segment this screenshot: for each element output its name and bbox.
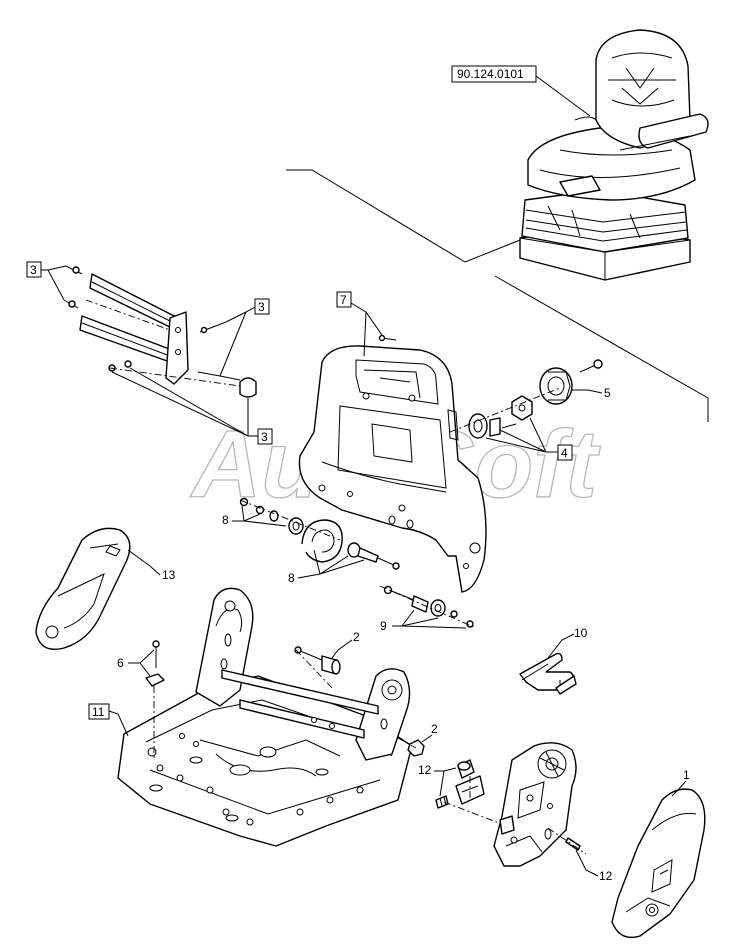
callout-13: 13 xyxy=(162,568,176,582)
hinge-bolt-group-9 xyxy=(379,585,477,629)
nut-2-axis xyxy=(397,737,417,749)
callout-9: 9 xyxy=(380,619,387,633)
reference-label: 90.124.0101 xyxy=(457,67,524,81)
callout-4: 4 xyxy=(561,446,568,460)
callout-1: 1 xyxy=(683,768,690,782)
pivot-stud-2 xyxy=(294,646,341,691)
callout-10: 10 xyxy=(574,626,588,640)
recliner-knob-group xyxy=(449,359,603,439)
callout-box-7 xyxy=(336,291,352,308)
recliner-arm-group xyxy=(63,265,257,398)
reference-leader xyxy=(535,75,591,117)
side-cover-13 xyxy=(35,527,131,650)
seat-base-frame xyxy=(117,587,413,847)
complete-seat-assembly xyxy=(519,29,709,281)
recliner-side-plate xyxy=(493,742,577,867)
callout-5: 5 xyxy=(604,386,611,400)
callout-3a: 3 xyxy=(30,263,37,277)
key-tool-10 xyxy=(519,652,577,695)
lock-spring-12 xyxy=(435,759,513,829)
fixing-clip-6 xyxy=(145,640,165,760)
callout-11: 11 xyxy=(92,705,105,719)
callout-12b: 12 xyxy=(599,869,613,883)
callout-12a: 12 xyxy=(418,763,432,777)
callout-2b: 2 xyxy=(431,722,438,736)
callout-6: 6 xyxy=(117,656,124,670)
callout-box-3b xyxy=(254,298,270,315)
backrest-frame xyxy=(298,345,487,593)
callout-3b: 3 xyxy=(258,300,265,314)
callout-2a: 2 xyxy=(353,630,360,644)
outer-side-cover-1 xyxy=(611,788,706,939)
callout-3c: 3 xyxy=(261,430,268,444)
callout-7: 7 xyxy=(340,293,347,307)
callout-8a: 8 xyxy=(222,513,229,527)
reference-line-right xyxy=(494,275,709,422)
reference-box xyxy=(451,65,537,83)
callout-8b: 8 xyxy=(288,571,295,585)
reference-line-left xyxy=(286,169,521,263)
hinge-bolt-group-8 xyxy=(239,497,400,570)
